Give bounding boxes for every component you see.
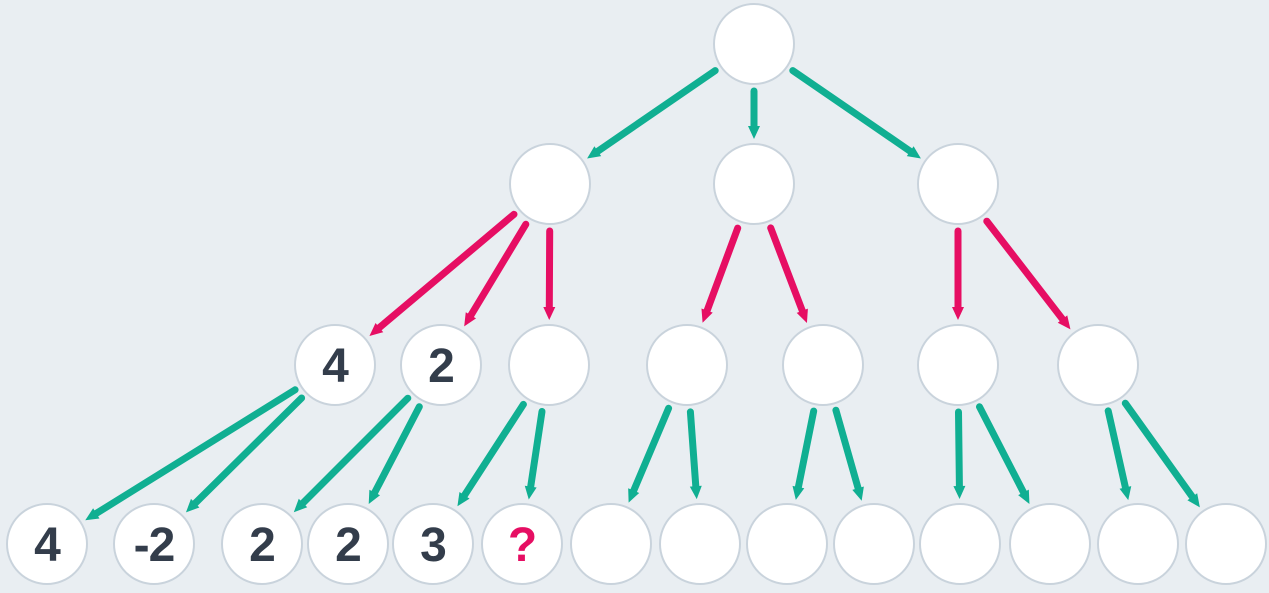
- tree-node-circle: [917, 143, 999, 225]
- tree-node-circle: [6, 503, 88, 585]
- tree-edge-L3-6-L4-12: [976, 403, 1030, 504]
- tree-node-circle: [1009, 503, 1091, 585]
- tree-node-L4-12: [1009, 503, 1091, 585]
- tree-edge-L3-5-L4-10: [832, 406, 864, 501]
- tree-edge-L2-1-L3-2: [464, 220, 530, 327]
- tree-edge-L3-4-L4-8: [686, 408, 702, 500]
- tree-node-L4-5: 3: [392, 503, 474, 585]
- tree-node-circle: [113, 503, 195, 585]
- tree-node-circle: [646, 324, 728, 406]
- tree-node-circle: [481, 503, 563, 585]
- tree-node-L3-1: 4: [294, 324, 376, 406]
- tree-edge-L2-2-L3-5: [767, 224, 808, 323]
- tree-node-circle: [400, 324, 482, 406]
- tree-edge-root-L2-1: [587, 67, 719, 159]
- tree-node-L2-2: [713, 143, 795, 225]
- tree-node-L3-3: [508, 324, 590, 406]
- tree-node-circle: [917, 324, 999, 406]
- tree-node-circle: [713, 143, 795, 225]
- tree-edge-L3-7-L4-13: [1104, 407, 1132, 501]
- tree-node-L3-4: [646, 324, 728, 406]
- tree-edge-L3-3-L4-6: [524, 408, 546, 500]
- tree-edge-L2-3-L3-7: [983, 217, 1071, 330]
- tree-node-L4-3: 2: [221, 503, 303, 585]
- tree-node-circle: [1185, 503, 1267, 585]
- tree-edge-L3-2-L4-3: [293, 394, 412, 513]
- tree-edge-L2-2-L3-4: [701, 224, 742, 323]
- tree-node-L4-8: [659, 503, 741, 585]
- tree-node-L4-11: [919, 503, 1001, 585]
- node-layer: 4 2 4 -2 2 2 3?: [6, 3, 1267, 585]
- tree-node-circle: [508, 324, 590, 406]
- tree-edge-L3-3-L4-5: [457, 400, 527, 507]
- question-node: ?: [481, 503, 563, 585]
- tree-node-L3-7: [1057, 324, 1139, 406]
- tree-node-label: 3: [420, 519, 446, 572]
- tree-node-circle: [713, 3, 795, 85]
- tree-node-circle: [659, 503, 741, 585]
- tree-edge-L3-6-L4-11: [953, 408, 966, 499]
- tree-node-label: -2: [134, 519, 175, 572]
- tree-node-L3-6: [917, 324, 999, 406]
- tree-edge-L3-2-L4-4: [368, 403, 423, 505]
- tree-node-L4-7: [570, 503, 652, 585]
- tree-node-circle: [746, 503, 828, 585]
- tree-node-L4-9: [746, 503, 828, 585]
- tree-node-circle: [307, 503, 389, 585]
- tree-node-L4-14: [1185, 503, 1267, 585]
- tree-node-circle: [570, 503, 652, 585]
- tree-edge-L2-1-L3-1: [369, 210, 518, 336]
- tree-node-root: [713, 3, 795, 85]
- tree-node-L3-5: [782, 324, 864, 406]
- tree-node-circle: [833, 503, 915, 585]
- tree-node-label: 2: [249, 519, 275, 572]
- tree-edge-L3-5-L4-9: [792, 407, 818, 500]
- tree-node-label: 4: [34, 519, 61, 572]
- tree-node-L4-2: -2: [113, 503, 195, 585]
- tree-node-circle: [294, 324, 376, 406]
- tree-node-circle: [392, 503, 474, 585]
- tree-node-label: 4: [322, 340, 349, 393]
- tree-edge-root-L2-3: [789, 67, 921, 159]
- tree-node-circle: [782, 324, 864, 406]
- tree-node-circle: [221, 503, 303, 585]
- tree-node-L2-3: [917, 143, 999, 225]
- tree-node-label: 2: [428, 340, 454, 393]
- tree-node-label: ?: [508, 519, 536, 572]
- tree-node-L4-1: 4: [6, 503, 88, 585]
- edge-layer: [85, 67, 1200, 521]
- tree-node-L4-13: [1097, 503, 1179, 585]
- tree-node-circle: [1097, 503, 1179, 585]
- tree-node-L3-2: 2: [400, 324, 482, 406]
- tree-edge-L3-1-L4-2: [185, 394, 306, 513]
- tree-node-L2-1: [509, 143, 591, 225]
- tree-node-L4-10: [833, 503, 915, 585]
- tree-edge-L3-7-L4-14: [1121, 399, 1200, 508]
- tree-edge-L3-4-L4-7: [628, 404, 673, 503]
- tree-node-label: 2: [335, 519, 361, 572]
- tree-node-circle: [919, 503, 1001, 585]
- tree-node-circle: [509, 143, 591, 225]
- tree-edge-L3-1-L4-1: [85, 386, 299, 521]
- tree-node-L4-4: 2: [307, 503, 389, 585]
- tree-node-circle: [1057, 324, 1139, 406]
